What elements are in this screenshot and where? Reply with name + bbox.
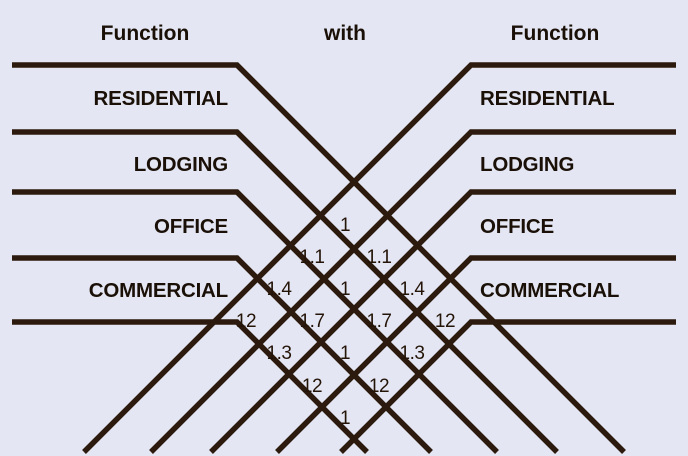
left-label-lodging: LODGING bbox=[133, 153, 228, 176]
left-label-office: OFFICE bbox=[154, 215, 228, 238]
matrix-cell-c-r3-3: 1.4 bbox=[399, 279, 425, 300]
matrix-cell-c-r7-1: 1 bbox=[339, 408, 351, 429]
left-function-line-2 bbox=[12, 189, 499, 454]
header-right-function: Function bbox=[510, 22, 600, 45]
right-function-line-0 bbox=[82, 62, 676, 454]
matrix-cell-c-r6-2: 12 bbox=[368, 376, 390, 397]
header-left-function: Function bbox=[100, 22, 190, 45]
matrix-cell-c-r4-1: 12 bbox=[235, 311, 257, 332]
matrix-cell-c-r5-1: 1.3 bbox=[266, 343, 292, 364]
right-function-line-1 bbox=[149, 129, 676, 454]
right-function-line-2 bbox=[209, 189, 676, 454]
header-with: with bbox=[324, 22, 366, 45]
matrix-cell-c-r4-4: 12 bbox=[434, 311, 456, 332]
matrix-cell-c-r4-2: 1.7 bbox=[299, 311, 325, 332]
right-function-line-4 bbox=[339, 319, 676, 454]
matrix-cell-c-r3-1: 1.4 bbox=[266, 279, 292, 300]
matrix-cell-c-r2-1: 1.1 bbox=[299, 247, 325, 268]
lattice-lines bbox=[12, 62, 676, 454]
matrix-cell-c-r4-3: 1.7 bbox=[366, 311, 392, 332]
left-label-residential: RESIDENTIAL bbox=[93, 87, 229, 110]
matrix-cell-c-r2-2: 1.1 bbox=[366, 247, 392, 268]
matrix-cell-c-r5-3: 1.3 bbox=[399, 343, 425, 364]
matrix-cell-c-r5-2: 1 bbox=[339, 343, 351, 364]
right-label-office: OFFICE bbox=[480, 215, 554, 238]
right-label-commercial: COMMERCIAL bbox=[480, 279, 620, 302]
right-function-line-3 bbox=[275, 255, 676, 454]
matrix-cell-c-r1-1: 1 bbox=[339, 215, 351, 236]
left-function-line-3 bbox=[12, 255, 433, 454]
right-label-lodging: LODGING bbox=[480, 153, 575, 176]
right-label-residential: RESIDENTIAL bbox=[480, 87, 615, 110]
matrix-cell-c-r6-1: 12 bbox=[301, 376, 323, 397]
left-label-commercial: COMMERCIAL bbox=[88, 279, 228, 302]
matrix-cell-c-r3-2: 1 bbox=[339, 279, 351, 300]
